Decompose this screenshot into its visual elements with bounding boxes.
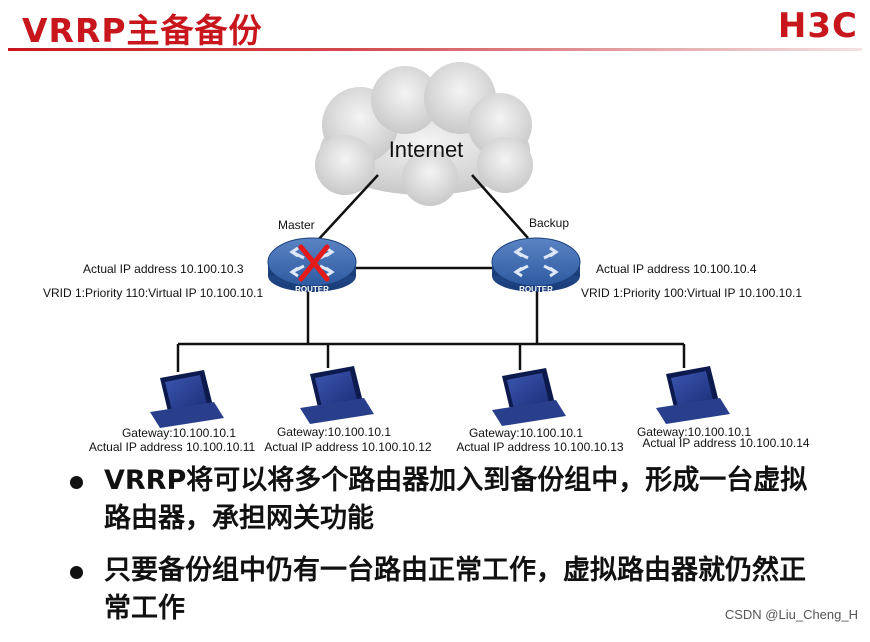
slide-title: VRRP主备备份 bbox=[22, 11, 263, 50]
backup-device-label: ROUTER bbox=[519, 285, 553, 294]
host-4: Gateway:10.100.10.1 Actual IP address 10… bbox=[637, 366, 810, 450]
host-1-gateway: Gateway:10.100.10.1 bbox=[122, 426, 236, 440]
router-arrows-icon bbox=[289, 246, 335, 278]
cloud-label: Internet bbox=[389, 137, 464, 162]
backup-router: Backup ROUTER Actual IP address 10.100.1… bbox=[491, 216, 802, 300]
master-uplink bbox=[317, 174, 379, 241]
failure-x-icon bbox=[298, 244, 330, 282]
bullet-text: 只要备份组中仍有一台路由正常工作，虚拟路由器就仍然正常工作 bbox=[104, 555, 806, 624]
header-divider bbox=[8, 48, 862, 51]
host-3: Gateway:10.100.10.1 Actual IP address 10… bbox=[456, 368, 624, 454]
host-3-actual-ip: Actual IP address 10.100.10.13 bbox=[456, 440, 624, 454]
computer-icon bbox=[656, 366, 730, 424]
computer-icon bbox=[150, 370, 224, 428]
host-2-actual-ip: Actual IP address 10.100.10.12 bbox=[264, 440, 432, 454]
bullet-text: VRRP将可以将多个路由器加入到备份组中，形成一台虚拟路由器，承担网关功能 bbox=[104, 465, 808, 534]
host-3-gateway: Gateway:10.100.10.1 bbox=[469, 426, 583, 440]
master-device-label: ROUTER bbox=[295, 285, 329, 294]
backup-vrid: VRID 1:Priority 100:Virtual IP 10.100.10… bbox=[581, 286, 802, 300]
router-arrows-icon bbox=[513, 246, 559, 278]
host-4-actual-ip: Actual IP address 10.100.10.14 bbox=[642, 436, 810, 450]
bullet-dot-icon bbox=[70, 476, 83, 489]
slide-header: VRRP主备备份 H3C bbox=[0, 0, 870, 51]
bullet-dot-icon bbox=[70, 566, 83, 579]
host-2: Gateway:10.100.10.1 Actual IP address 10… bbox=[264, 366, 432, 454]
master-vrid: VRID 1:Priority 110:Virtual IP 10.100.10… bbox=[43, 286, 263, 300]
master-router: Master ROUTER Actual IP address 10.100.1… bbox=[43, 218, 357, 300]
bullet-list: VRRP将可以将多个路由器加入到备份组中，形成一台虚拟路由器，承担网关功能 只要… bbox=[70, 462, 830, 642]
host-4-gateway: Gateway:10.100.10.1 bbox=[637, 425, 751, 439]
csdn-watermark: CSDN @Liu_Cheng_H bbox=[724, 607, 858, 622]
backup-actual-ip: Actual IP address 10.100.10.4 bbox=[596, 262, 757, 276]
backup-role-label: Backup bbox=[529, 216, 569, 230]
bullet-item: 只要备份组中仍有一台路由正常工作，虚拟路由器就仍然正常工作 bbox=[70, 552, 830, 628]
internet-cloud: Internet bbox=[315, 62, 533, 206]
host-2-gateway: Gateway:10.100.10.1 bbox=[277, 425, 391, 439]
host-1: Gateway:10.100.10.1 Actual IP address 10… bbox=[89, 370, 256, 454]
master-actual-ip: Actual IP address 10.100.10.3 bbox=[83, 262, 244, 276]
bullet-item: VRRP将可以将多个路由器加入到备份组中，形成一台虚拟路由器，承担网关功能 bbox=[70, 462, 830, 538]
host-1-actual-ip: Actual IP address 10.100.10.11 bbox=[89, 440, 256, 454]
backup-uplink bbox=[471, 174, 529, 239]
network-links bbox=[176, 174, 686, 372]
computer-icon bbox=[492, 368, 566, 426]
master-role-label: Master bbox=[278, 218, 315, 232]
computer-icon bbox=[300, 366, 374, 424]
h3c-logo: H3C bbox=[777, 6, 858, 46]
